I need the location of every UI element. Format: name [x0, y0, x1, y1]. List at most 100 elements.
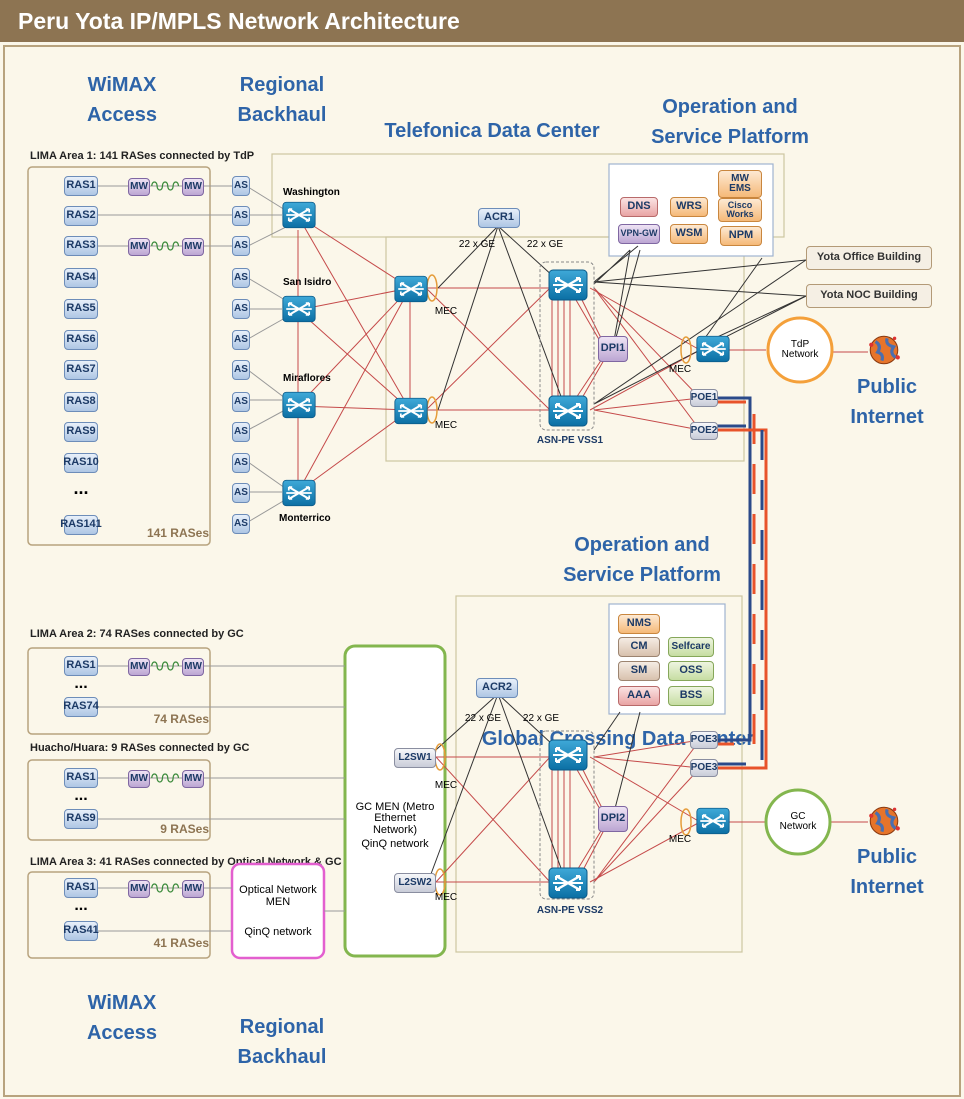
- vpn-gw-node: VPN-GW: [618, 224, 660, 244]
- poe1-node: POE1: [690, 389, 718, 407]
- bss-node: BSS: [668, 686, 714, 706]
- as-node: AS: [232, 422, 250, 442]
- as-node: AS: [232, 330, 250, 350]
- acr1-node: ACR1: [478, 208, 520, 228]
- ellipsis-text: ...: [73, 477, 89, 498]
- ras-node: RAS5: [64, 299, 98, 319]
- vss1-label: ASN-PE VSS1: [536, 434, 604, 446]
- l2sw1-node: L2SW1: [394, 748, 436, 768]
- tdp-network-label: TdP Network: [781, 338, 819, 360]
- page-title: Peru Yota IP/MPLS Network Architecture: [18, 8, 460, 34]
- oss-node: OSS: [668, 661, 714, 681]
- l2sw2-node: L2SW2: [394, 873, 436, 893]
- mec-label: MEC: [434, 779, 458, 791]
- ras-node: RAS6: [64, 330, 98, 350]
- as-node: AS: [232, 206, 250, 226]
- as-node: AS: [232, 453, 250, 473]
- mw-node: MW: [182, 770, 204, 788]
- ras-node: RAS2: [64, 206, 98, 226]
- ras-node: RAS7: [64, 360, 98, 380]
- op-platform-heading-top: Operation and Service Platform: [651, 96, 809, 148]
- router-label-monterrico: Monterrico: [279, 512, 331, 524]
- mw-node: MW: [128, 238, 150, 256]
- cm-node: CM: [618, 637, 660, 657]
- npm-node: NPM: [720, 226, 762, 246]
- ras-node: RAS74: [63, 697, 99, 717]
- ge-label: 22 x GE: [522, 712, 560, 724]
- mec-label: MEC: [434, 891, 458, 903]
- ras-node: RAS1: [64, 768, 98, 788]
- as-node: AS: [232, 360, 250, 380]
- ras-count-label: 9 RASes: [160, 821, 209, 836]
- optical-men-qinq: QinQ network: [244, 926, 312, 939]
- nms-node: NMS: [618, 614, 660, 634]
- header-bar: Peru Yota IP/MPLS Network Architecture: [0, 0, 964, 42]
- lima-area-1-title: LIMA Area 1: 141 RASes connected by TdP: [30, 150, 255, 162]
- vss2-label: ASN-PE VSS2: [536, 904, 604, 916]
- ras-count-label: 74 RASes: [153, 711, 209, 726]
- acr2-node: ACR2: [476, 678, 518, 698]
- ras-node: RAS1: [64, 878, 98, 898]
- ras-node: RAS141: [60, 515, 102, 535]
- dns-node: DNS: [620, 197, 658, 217]
- ras-node: RAS1: [64, 656, 98, 676]
- ras-node: RAS8: [64, 392, 98, 412]
- mw-ems-node: MW EMS: [718, 170, 762, 198]
- selfcare-node: Selfcare: [668, 637, 714, 657]
- ras-node: RAS41: [63, 921, 99, 941]
- optical-men-title: Optical Network MEN: [239, 884, 317, 908]
- wsm-node: WSM: [670, 224, 708, 244]
- cisco-works-node: Cisco Works: [718, 198, 762, 222]
- mec-label: MEC: [668, 833, 692, 845]
- mec-label: MEC: [434, 419, 458, 431]
- ras-count-label: 41 RASes: [153, 935, 209, 950]
- poe3-node: POE3: [690, 759, 718, 777]
- ellipsis-text: ...: [74, 786, 88, 804]
- mw-node: MW: [182, 178, 204, 196]
- poe2-node: POE2: [690, 422, 718, 440]
- gc-men-qinq: QinQ network: [361, 838, 429, 851]
- router-label-san-isidro: San Isidro: [283, 276, 332, 288]
- as-node: AS: [232, 514, 250, 534]
- ras-node: RAS9: [64, 422, 98, 442]
- mw-node: MW: [182, 880, 204, 898]
- as-node: AS: [232, 483, 250, 503]
- ras-count-label: 141 RASes: [146, 525, 209, 540]
- op-platform-heading-bottom: Operation and Service Platform: [563, 534, 721, 586]
- ge-label: 22 x GE: [464, 712, 502, 724]
- mw-node: MW: [128, 770, 150, 788]
- as-node: AS: [232, 299, 250, 319]
- as-node: AS: [232, 392, 250, 412]
- gc-men-title: GC MEN (Metro Ethernet Network): [355, 800, 435, 836]
- sm-node: SM: [618, 661, 660, 681]
- as-node: AS: [232, 236, 250, 256]
- ellipsis-text: ...: [74, 674, 88, 692]
- poe3-node: POE3: [690, 731, 718, 749]
- wrs-node: WRS: [670, 197, 708, 217]
- public-internet-label-bottom: Public Internet: [850, 846, 924, 898]
- ras-node: RAS9: [64, 809, 98, 829]
- wimax-access-heading-top: WiMAX Access: [86, 74, 158, 126]
- mw-node: MW: [128, 178, 150, 196]
- mw-node: MW: [128, 658, 150, 676]
- mw-node: MW: [182, 238, 204, 256]
- regional-backhaul-heading-top: Regional Backhaul: [237, 74, 327, 126]
- lima-area-2-title: LIMA Area 2: 74 RASes connected by GC: [30, 628, 244, 640]
- aaa-node: AAA: [618, 686, 660, 706]
- huacho-area-title: Huacho/Huara: 9 RASes connected by GC: [30, 742, 250, 754]
- mec-label: MEC: [434, 305, 458, 317]
- telefonica-dc-heading: Telefonica Data Center: [384, 120, 600, 142]
- regional-backhaul-heading-bottom: Regional Backhaul: [237, 1016, 327, 1068]
- ras-node: RAS4: [64, 268, 98, 288]
- mec-label: MEC: [668, 363, 692, 375]
- ras-node: RAS1: [64, 176, 98, 196]
- ras-node: RAS3: [64, 236, 98, 256]
- gc-network-label: GC Network: [779, 810, 817, 832]
- dpi1-node: DPI1: [598, 336, 628, 362]
- ge-label: 22 x GE: [458, 238, 496, 250]
- mw-node: MW: [182, 658, 204, 676]
- public-internet-label-top: Public Internet: [850, 376, 924, 428]
- mw-node: MW: [128, 880, 150, 898]
- router-label-miraflores: Miraflores: [283, 372, 331, 384]
- as-node: AS: [232, 268, 250, 288]
